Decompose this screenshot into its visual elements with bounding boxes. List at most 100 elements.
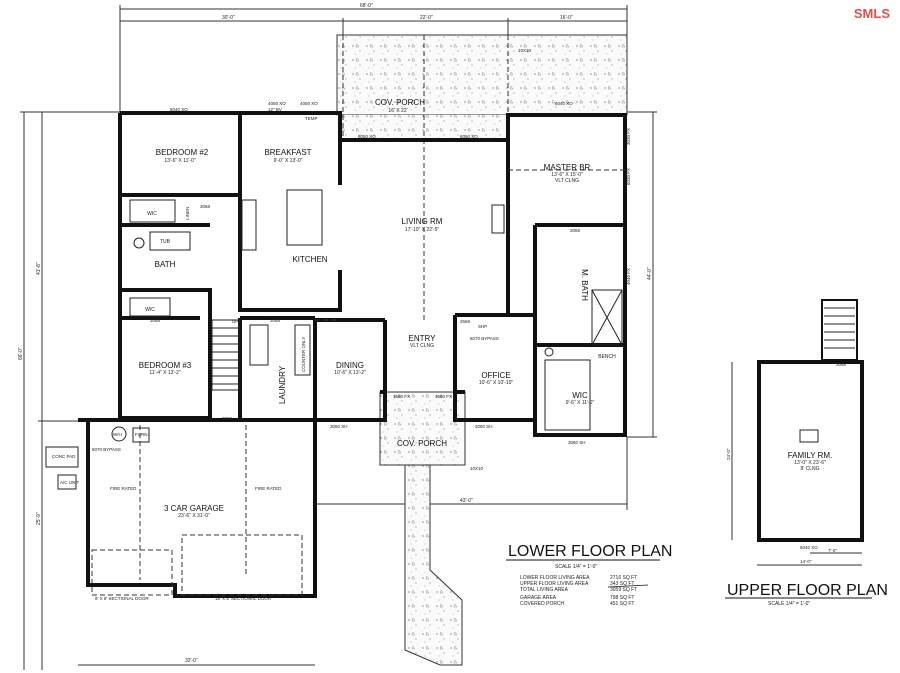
rear-porch-slab bbox=[336, 34, 628, 116]
room-family-size: 13'-0" X 23'-6" bbox=[794, 460, 826, 466]
callout-window: 12" BV bbox=[268, 107, 282, 112]
room-m-bath: M. BATH bbox=[580, 269, 589, 301]
callout-window: 5040 XO bbox=[170, 107, 188, 112]
dim-left-lower: 25'-9" bbox=[36, 512, 42, 525]
watermark-logo: SMLS bbox=[853, 6, 890, 21]
callout-door: 3068 bbox=[836, 362, 847, 367]
callout-window: 4050 XO bbox=[268, 101, 286, 106]
room-wic-master: WIC bbox=[572, 391, 588, 400]
callout-window: 1660 FX bbox=[435, 394, 452, 399]
callout-window: 3060 SH bbox=[330, 424, 348, 429]
room-tub: TUB bbox=[160, 239, 171, 245]
room-breakfast: BREAKFAST bbox=[264, 148, 311, 157]
walls bbox=[78, 111, 627, 598]
upper-plan-title: UPPER FLOOR PLAN bbox=[727, 582, 888, 599]
dim-left-upper: 41'-8" bbox=[36, 262, 42, 275]
room-master-size: 13'-6" X 15'-0" bbox=[551, 172, 583, 178]
area-label: TOTAL LIVING AREA bbox=[520, 587, 569, 593]
room-bedroom3-size: 11'-4" X 13'-2" bbox=[149, 370, 180, 376]
dim-top-2: 22'-0" bbox=[420, 15, 433, 21]
callout-post: 10X10 bbox=[518, 48, 532, 53]
area-label: COVERED PORCH bbox=[520, 601, 565, 607]
area-value: 2716 SQ FT bbox=[610, 575, 637, 581]
lower-plan-title: LOWER FLOOR PLAN bbox=[508, 543, 672, 560]
room-living-size: 17'-10" X 22'-5" bbox=[405, 227, 440, 233]
callout-window: 4040 FX bbox=[626, 268, 631, 285]
dim-garage-width: 32'-0" bbox=[185, 658, 198, 664]
callout-door: 3068 bbox=[150, 318, 161, 323]
fixtures bbox=[45, 169, 625, 596]
lower-plan-scale: SCALE 1/4" = 1'-0" bbox=[555, 564, 597, 570]
callout-window: 3060 SH bbox=[475, 424, 493, 429]
callout-door: 2668 bbox=[460, 319, 471, 324]
room-family: FAMILY RM. bbox=[788, 451, 833, 460]
rear-porch-slab-lower bbox=[337, 115, 508, 141]
dim-upper-width: 14'-0" bbox=[800, 559, 812, 564]
room-conc-pad: CONC PAD bbox=[52, 454, 76, 459]
room-linen: LINEN bbox=[185, 207, 190, 220]
room-dining: DINING bbox=[336, 361, 364, 370]
room-laundry: LAUNDRY bbox=[278, 365, 287, 404]
room-wh: W/H bbox=[113, 432, 122, 437]
room-labels: BEDROOM #2 13'-6" X 11'-0" BREAKFAST 9'-… bbox=[52, 98, 616, 519]
room-wic-1: WIC bbox=[147, 211, 157, 217]
room-furn: FURN. bbox=[135, 432, 149, 437]
room-living: LIVING RM bbox=[402, 217, 443, 226]
area-label: GARAGE AREA bbox=[520, 595, 557, 601]
room-dining-size: 10'-6" X 13'-2" bbox=[334, 370, 366, 376]
callout-window: 1660 FX bbox=[393, 394, 410, 399]
area-value: 3059 SQ FT bbox=[610, 587, 637, 593]
room-cov-porch-rear-size: 16' X 22' bbox=[388, 108, 407, 114]
dim-top-1: 30'-0" bbox=[222, 15, 235, 21]
room-cov-porch-rear: COV. PORCH bbox=[375, 98, 425, 107]
callout-bypass: 6070 BYPASS bbox=[470, 336, 499, 341]
callout-door: 3068 bbox=[222, 416, 233, 421]
room-bench: BENCH bbox=[598, 354, 616, 360]
callout-window: 6050 XO bbox=[358, 134, 376, 139]
room-garage: 3 CAR GARAGE bbox=[164, 504, 224, 513]
room-kitchen: KITCHEN bbox=[292, 255, 327, 264]
callout-door: 3068 bbox=[570, 228, 581, 233]
room-wic-2: WIC bbox=[145, 307, 155, 313]
room-office: OFFICE bbox=[481, 371, 510, 380]
dim-overall-top: 68'-0" bbox=[360, 3, 373, 9]
dim-top-3: 16'-0" bbox=[560, 15, 573, 21]
room-bedroom2: BEDROOM #2 bbox=[156, 148, 209, 157]
upper-plan-scale: SCALE 1/4" = 1'-0" bbox=[768, 601, 810, 607]
area-label: LOWER FLOOR LIVING AREA bbox=[520, 575, 590, 581]
callout-garage-door: 18' X 8' SECTIONAL DOOR bbox=[215, 596, 272, 601]
callouts: 5040 XO 4050 XO 12" BV 4050 XO TEMP 6040… bbox=[92, 48, 631, 601]
area-value: 343 SQ FT bbox=[610, 581, 634, 587]
callout-bypass: 6070 BYPASS bbox=[92, 447, 121, 452]
room-bedroom3: BEDROOM #3 bbox=[139, 361, 192, 370]
front-porch-slab bbox=[379, 391, 466, 466]
callout-post: 10X10 bbox=[470, 466, 484, 471]
room-cov-porch-front: COV. PORCH bbox=[397, 439, 447, 448]
callout-door: 3068 bbox=[270, 318, 281, 323]
dim-left-overall: 66'-0" bbox=[18, 347, 24, 360]
room-entry-note: VLT CLNG bbox=[410, 343, 434, 349]
callout-window: 3030 FX bbox=[626, 128, 631, 145]
room-master-note: VLT CLNG bbox=[555, 178, 579, 184]
callout-up: UP bbox=[232, 319, 238, 324]
room-bedroom2-size: 13'-6" X 11'-0" bbox=[164, 158, 195, 164]
area-label: UPPER FLOOR LIVING AREA bbox=[520, 581, 589, 587]
dim-front-width: 43'-0" bbox=[460, 498, 473, 504]
dim-upper-height: 24'-0" bbox=[726, 448, 731, 460]
room-entry: ENTRY bbox=[409, 334, 437, 343]
stairs-lower bbox=[211, 319, 240, 391]
callout-window: 4050 XO bbox=[300, 101, 318, 106]
callout-shp: SHP bbox=[478, 324, 487, 329]
room-family-note: 8' CLNG bbox=[800, 466, 819, 472]
dim-right-house: 44'-0" bbox=[647, 267, 653, 280]
callout-garage-door: 9' X 8' SECTIONAL DOOR bbox=[95, 596, 149, 601]
callout-window: 6050 XO bbox=[460, 134, 478, 139]
callout-door: 3068 bbox=[200, 204, 211, 209]
callout-temp: TEMP bbox=[305, 116, 318, 121]
dimension-lines: 68'-0" 30'-0" 22'-0" 16'-0" 66'-0" 41'-8… bbox=[18, 3, 657, 670]
walkway bbox=[404, 464, 463, 666]
room-master: MASTER BR bbox=[544, 163, 591, 172]
lower-plan-title-block: LOWER FLOOR PLAN SCALE 1/4" = 1'-0" LOWE… bbox=[506, 543, 672, 607]
room-counter: COUNTER ONLY bbox=[301, 337, 306, 372]
